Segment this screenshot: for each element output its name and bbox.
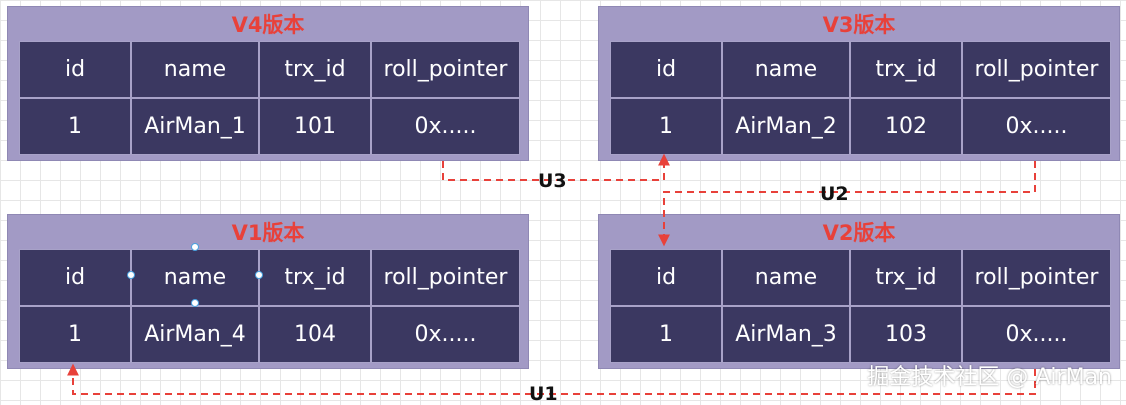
record-table: id name trx_id roll_pointer 1 AirMan_1 1… xyxy=(19,41,520,155)
version-panel-v1: V1版本 id name trx_id roll_pointer 1 AirMa… xyxy=(7,214,529,369)
value-cell-id: 1 xyxy=(610,98,722,155)
record-table: id name trx_id roll_pointer 1 AirMan_2 1… xyxy=(610,41,1111,155)
header-cell-roll-pointer: roll_pointer xyxy=(371,41,520,98)
header-cell-roll-pointer: roll_pointer xyxy=(371,249,520,306)
value-cell-id: 1 xyxy=(610,306,722,363)
u1-label: U1 xyxy=(529,383,558,405)
version-title: V3版本 xyxy=(822,13,896,37)
value-cell-id: 1 xyxy=(19,306,131,363)
value-cell-trx-id: 101 xyxy=(259,98,371,155)
version-title: V1版本 xyxy=(231,221,305,245)
value-cell-roll-pointer: 0x..... xyxy=(371,306,520,363)
value-cell-name: AirMan_4 xyxy=(131,306,259,363)
header-cell-id: id xyxy=(610,41,722,98)
header-cell-roll-pointer: roll_pointer xyxy=(962,249,1111,306)
header-cell-id: id xyxy=(19,249,131,306)
value-cell-trx-id: 102 xyxy=(850,98,962,155)
watermark: 掘金技术社区 @ AirMan xyxy=(867,365,1112,390)
header-cell-trx-id: trx_id xyxy=(259,41,371,98)
header-cell-roll-pointer: roll_pointer xyxy=(962,41,1111,98)
header-cell-trx-id: trx_id xyxy=(259,249,371,306)
header-cell-name: name xyxy=(722,249,850,306)
selection-handle-bottom[interactable] xyxy=(191,299,199,307)
value-cell-id: 1 xyxy=(19,98,131,155)
u2-arrow xyxy=(658,161,1036,247)
u1-arrow xyxy=(67,363,1036,395)
record-table: id name trx_id roll_pointer 1 AirMan_3 1… xyxy=(610,249,1111,363)
value-cell-name: AirMan_3 xyxy=(722,306,850,363)
value-cell-name: AirMan_1 xyxy=(131,98,259,155)
header-cell-id: id xyxy=(19,41,131,98)
selection-handle-top[interactable] xyxy=(191,243,199,251)
version-title: V2版本 xyxy=(822,221,896,245)
header-cell-trx-id: trx_id xyxy=(850,249,962,306)
header-cell-name: name xyxy=(722,41,850,98)
version-title: V4版本 xyxy=(231,13,305,37)
u3-arrow xyxy=(442,153,670,181)
value-cell-roll-pointer: 0x..... xyxy=(962,306,1111,363)
u3-label: U3 xyxy=(538,170,567,192)
version-panel-v2: V2版本 id name trx_id roll_pointer 1 AirMa… xyxy=(598,214,1120,369)
value-cell-trx-id: 104 xyxy=(259,306,371,363)
record-table: id name trx_id roll_pointer 1 AirMan_4 1… xyxy=(19,249,520,363)
value-cell-trx-id: 103 xyxy=(850,306,962,363)
value-cell-roll-pointer: 0x..... xyxy=(962,98,1111,155)
u2-label: U2 xyxy=(820,183,849,205)
value-cell-name: AirMan_2 xyxy=(722,98,850,155)
version-panel-v3: V3版本 id name trx_id roll_pointer 1 AirMa… xyxy=(598,6,1120,161)
header-cell-id: id xyxy=(610,249,722,306)
value-cell-roll-pointer: 0x..... xyxy=(371,98,520,155)
selection-handle-left[interactable] xyxy=(127,271,135,279)
selection-handle-right[interactable] xyxy=(255,271,263,279)
header-cell-trx-id: trx_id xyxy=(850,41,962,98)
header-cell-name: name xyxy=(131,41,259,98)
version-panel-v4: V4版本 id name trx_id roll_pointer 1 AirMa… xyxy=(7,6,529,161)
